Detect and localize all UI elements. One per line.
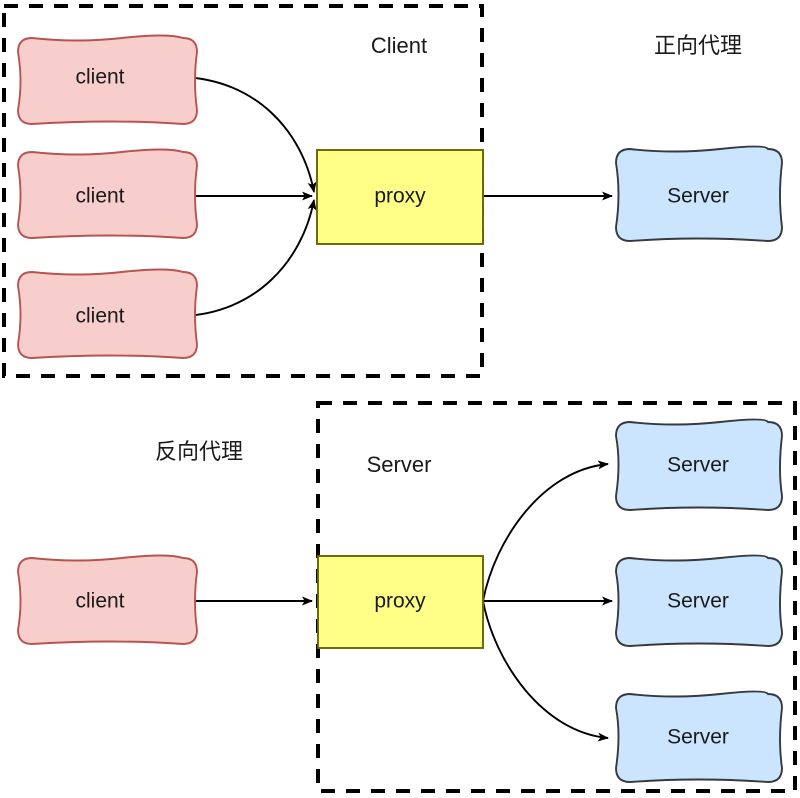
proxy-node[interactable]: proxy (317, 555, 484, 649)
client-box-shape (17, 268, 198, 359)
proxy-label: proxy (374, 185, 426, 208)
proxy-node[interactable]: proxy (316, 149, 484, 245)
proxy-box-shape (317, 555, 484, 649)
client-node[interactable]: client (17, 554, 198, 645)
server-node[interactable]: Server (615, 554, 783, 647)
client-box-shape (17, 148, 198, 239)
client-node[interactable]: client (17, 268, 198, 359)
server-node[interactable]: Server (615, 690, 783, 783)
client-label: client (75, 590, 124, 613)
server-label: Server (667, 454, 729, 477)
server-label: Server (667, 590, 729, 613)
reverse-proxy-boundary-label: Server (367, 452, 432, 477)
server-node[interactable]: Server (615, 145, 783, 242)
server-box-shape (615, 418, 783, 511)
server-label: Server (667, 185, 729, 208)
client-label: client (75, 185, 124, 208)
client-box-shape (17, 34, 198, 125)
proxy-label: proxy (374, 590, 426, 613)
reverse-proxy-section: 反向代理 Server client proxy Server (17, 401, 797, 793)
edge-proxy-to-server3 (482, 600, 609, 742)
edge-proxy-to-server1 (482, 460, 609, 602)
server-box-shape (615, 690, 783, 783)
forward-proxy-outside-label: 正向代理 (654, 34, 742, 59)
client-node[interactable]: client (17, 34, 198, 125)
edge-client1-to-proxy (182, 76, 317, 193)
server-label: Server (667, 726, 729, 749)
reverse-proxy-outside-label: 反向代理 (155, 440, 243, 465)
client-box-shape (17, 554, 198, 645)
forward-proxy-boundary-label: Client (371, 33, 427, 58)
forward-proxy-edges (182, 76, 613, 317)
client-label: client (75, 66, 124, 89)
proxy-box-shape (316, 149, 484, 245)
edge-client3-to-proxy (182, 199, 317, 317)
reverse-proxy-edges (183, 460, 613, 742)
server-box-shape (615, 554, 783, 647)
client-label: client (75, 305, 124, 328)
server-box-shape (615, 145, 783, 242)
forward-proxy-section: Client 正向代理 client client client (2, 4, 783, 378)
client-node[interactable]: client (17, 148, 198, 239)
server-node[interactable]: Server (615, 418, 783, 511)
